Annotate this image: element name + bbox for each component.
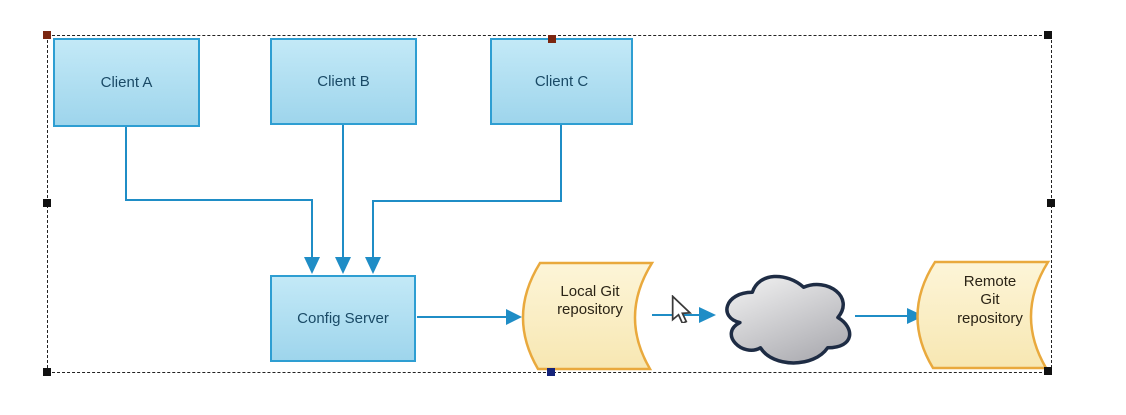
client-a-label: Client A [100, 74, 153, 91]
arrowhead-client-c [365, 257, 381, 274]
local-git-repository-label: Local Git repository [557, 283, 623, 319]
selection-handle-bottom-left[interactable] [43, 368, 51, 376]
client-c-label: Client C [534, 73, 589, 90]
connector-client-c-to-config-server[interactable] [372, 125, 562, 258]
arrowhead-to-cloud [699, 307, 716, 323]
selection-handle-top-right[interactable] [1044, 31, 1052, 39]
arrowhead-to-local-git [506, 309, 522, 325]
connector-client-a-to-config-server[interactable] [125, 127, 313, 258]
selection-handle-bottom-right[interactable] [1044, 367, 1052, 375]
client-a-node[interactable]: Client A [53, 38, 200, 127]
remote-git-repository-label: Remote Git repository [957, 273, 1023, 327]
client-b-label: Client B [317, 73, 370, 90]
selection-handle-top-left[interactable] [43, 31, 51, 39]
arrowhead-to-remote-git [907, 308, 924, 324]
local-git-repository-shape[interactable] [521, 261, 655, 371]
selection-handle-top-center[interactable] [548, 35, 556, 43]
selection-handle-bottom-center[interactable] [547, 368, 555, 376]
cloud-shape[interactable] [725, 274, 852, 365]
client-c-node[interactable]: Client C [490, 38, 633, 125]
config-server-label: Config Server [297, 310, 389, 327]
selection-outline [47, 35, 1052, 373]
config-server-node[interactable]: Config Server [270, 275, 416, 362]
selection-handle-middle-left[interactable] [43, 199, 51, 207]
mouse-cursor-icon [671, 295, 693, 323]
client-b-node[interactable]: Client B [270, 38, 417, 125]
arrowhead-client-b [335, 257, 351, 274]
selection-handle-middle-right[interactable] [1047, 199, 1055, 207]
arrowhead-client-a [304, 257, 320, 274]
